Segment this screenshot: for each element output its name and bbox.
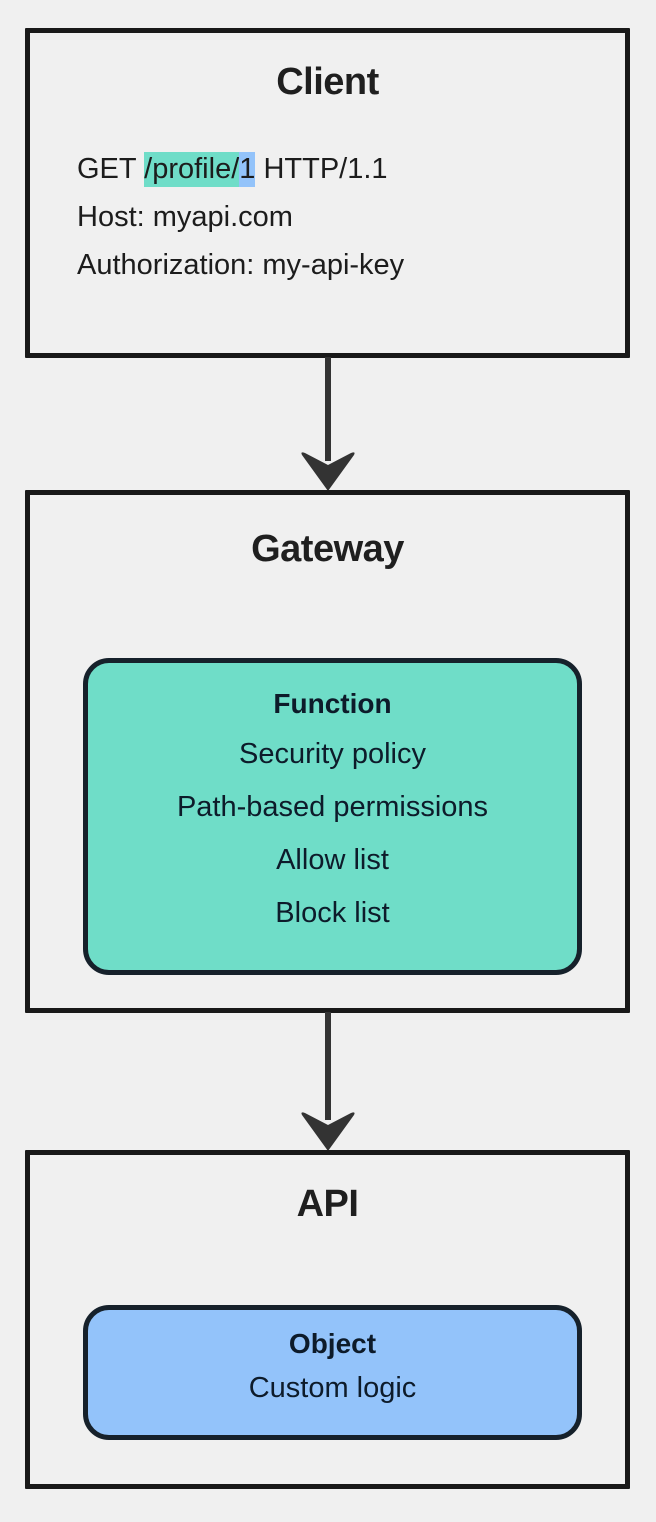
subnode-function-title: Function [273,688,392,719]
request-id-highlight: 1 [239,152,256,187]
node-api[interactable]: API Object Custom logic [25,1150,630,1489]
subnode-object-title: Object [288,1328,377,1359]
request-line-start: GET /profile/1 HTTP/1.1 [77,145,625,193]
request-method: GET [77,153,145,185]
subnode-function[interactable]: Function Security policy Path-based perm… [83,658,582,975]
subnode-object[interactable]: Object Custom logic [83,1305,582,1440]
arrow-gateway-to-api [294,1012,362,1152]
request-header-authorization: Authorization: my-api-key [77,249,405,281]
function-line-allow-list: Allow list [276,844,389,876]
request-path-highlight: /profile/ [144,152,240,187]
node-gateway-title: Gateway [251,528,404,570]
subnode-object-lines: Custom logic [88,1362,577,1415]
subnode-function-lines: Security policy Path-based permissions A… [88,728,577,940]
node-api-title: API [296,1183,359,1225]
request-protocol: HTTP/1.1 [255,153,388,185]
node-gateway[interactable]: Gateway Function Security policy Path-ba… [25,490,630,1013]
object-line-custom-logic: Custom logic [248,1372,417,1404]
node-client[interactable]: Client GET /profile/1 HTTP/1.1 Host: mya… [25,28,630,358]
function-line-block-list: Block list [275,897,390,929]
request-header-host: Host: myapi.com [77,201,293,233]
function-line-path-based-permissions: Path-based permissions [176,791,489,823]
node-client-title: Client [276,61,379,103]
function-line-security-policy: Security policy [239,738,426,770]
client-request-block: GET /profile/1 HTTP/1.1 Host: myapi.com … [77,145,625,289]
arrow-client-to-gateway [294,357,362,492]
